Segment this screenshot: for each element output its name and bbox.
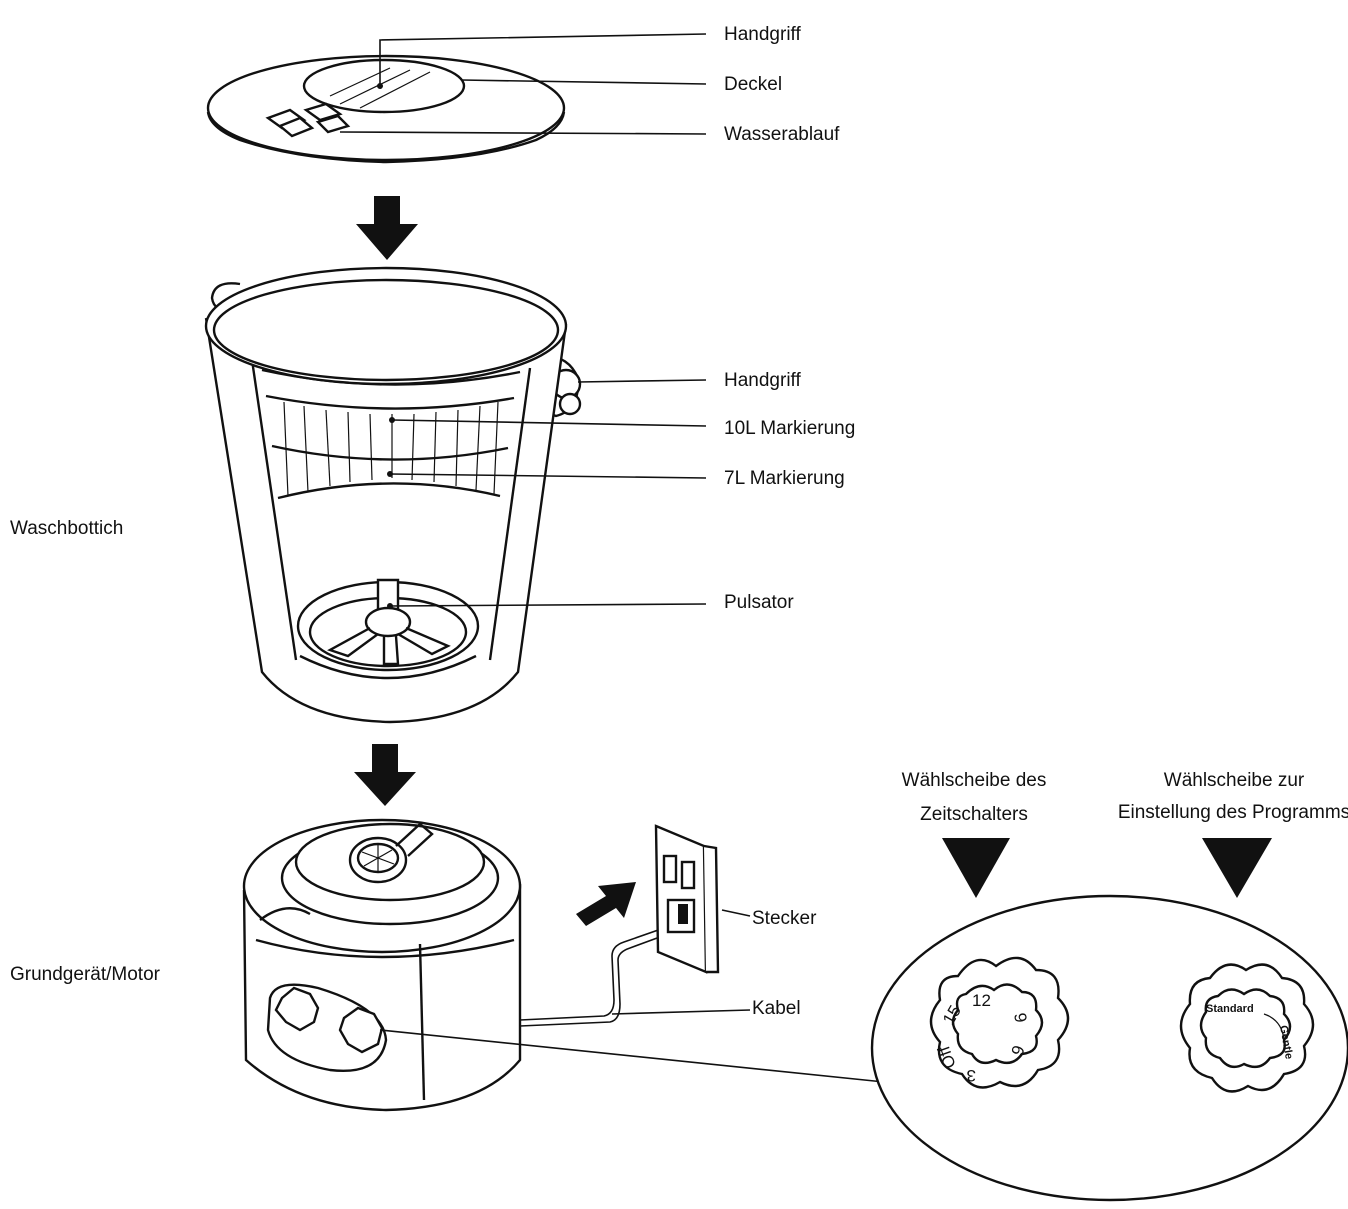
wash-tub: [204, 266, 582, 724]
program-dial: [1179, 963, 1315, 1093]
tub-callouts: [387, 379, 707, 609]
label-7l-marking: 7L Markierung: [724, 468, 845, 489]
down-arrow-top: [356, 196, 418, 260]
base-callouts: [379, 909, 885, 1083]
timer-mark-12: 12: [972, 991, 991, 1010]
label-plug: Stecker: [752, 908, 817, 929]
power-cable: [519, 911, 681, 1021]
label-wash-tub: Waschbottich: [10, 518, 123, 539]
label-lid-handle: Handgriff: [724, 24, 801, 45]
base-timer-knob: [274, 986, 320, 1032]
down-arrow-middle: [354, 744, 416, 806]
timer-mark-9: 9: [1010, 1011, 1030, 1024]
label-program-dial-line2: Einstellung des Programms: [1118, 802, 1348, 823]
label-tub-handle: Handgriff: [724, 370, 801, 391]
timer-dial: [929, 956, 1070, 1089]
label-timer-dial-line1: Wählscheibe des: [902, 770, 1047, 791]
program-dial-pointer: [1202, 838, 1272, 898]
base-program-knob: [338, 1006, 384, 1054]
lid-callouts: [339, 33, 707, 135]
water-drain: [265, 102, 351, 138]
label-program-dial-line1: Wählscheibe zur: [1164, 770, 1305, 791]
label-water-drain: Wasserablauf: [724, 124, 840, 145]
label-base-motor: Grundgerät/Motor: [10, 964, 161, 985]
pulsator: [296, 578, 480, 680]
plug-arrow: [576, 882, 636, 926]
program-dial-marks: Standard Gentle: [1206, 1003, 1295, 1060]
label-10l-marking: 10L Markierung: [724, 418, 855, 439]
label-cable: Kabel: [752, 998, 801, 1019]
label-timer-dial-line2: Zeitschalters: [920, 804, 1028, 825]
dial-closeup: [870, 838, 1348, 1202]
lid-handle: [302, 58, 466, 114]
wall-socket: [654, 824, 720, 974]
timer-mark-3: 3: [967, 1066, 976, 1085]
label-pulsator: Pulsator: [724, 592, 794, 613]
base-motor: [242, 818, 522, 1112]
label-lid: Deckel: [724, 74, 782, 95]
program-mark-standard: Standard: [1206, 1003, 1254, 1015]
lid: [206, 54, 566, 164]
timer-dial-pointer: [942, 838, 1010, 898]
program-mark-gentle: Gentle: [1277, 1024, 1295, 1060]
labels: Handgriff Deckel Wasserablauf Handgriff …: [10, 24, 1348, 1019]
